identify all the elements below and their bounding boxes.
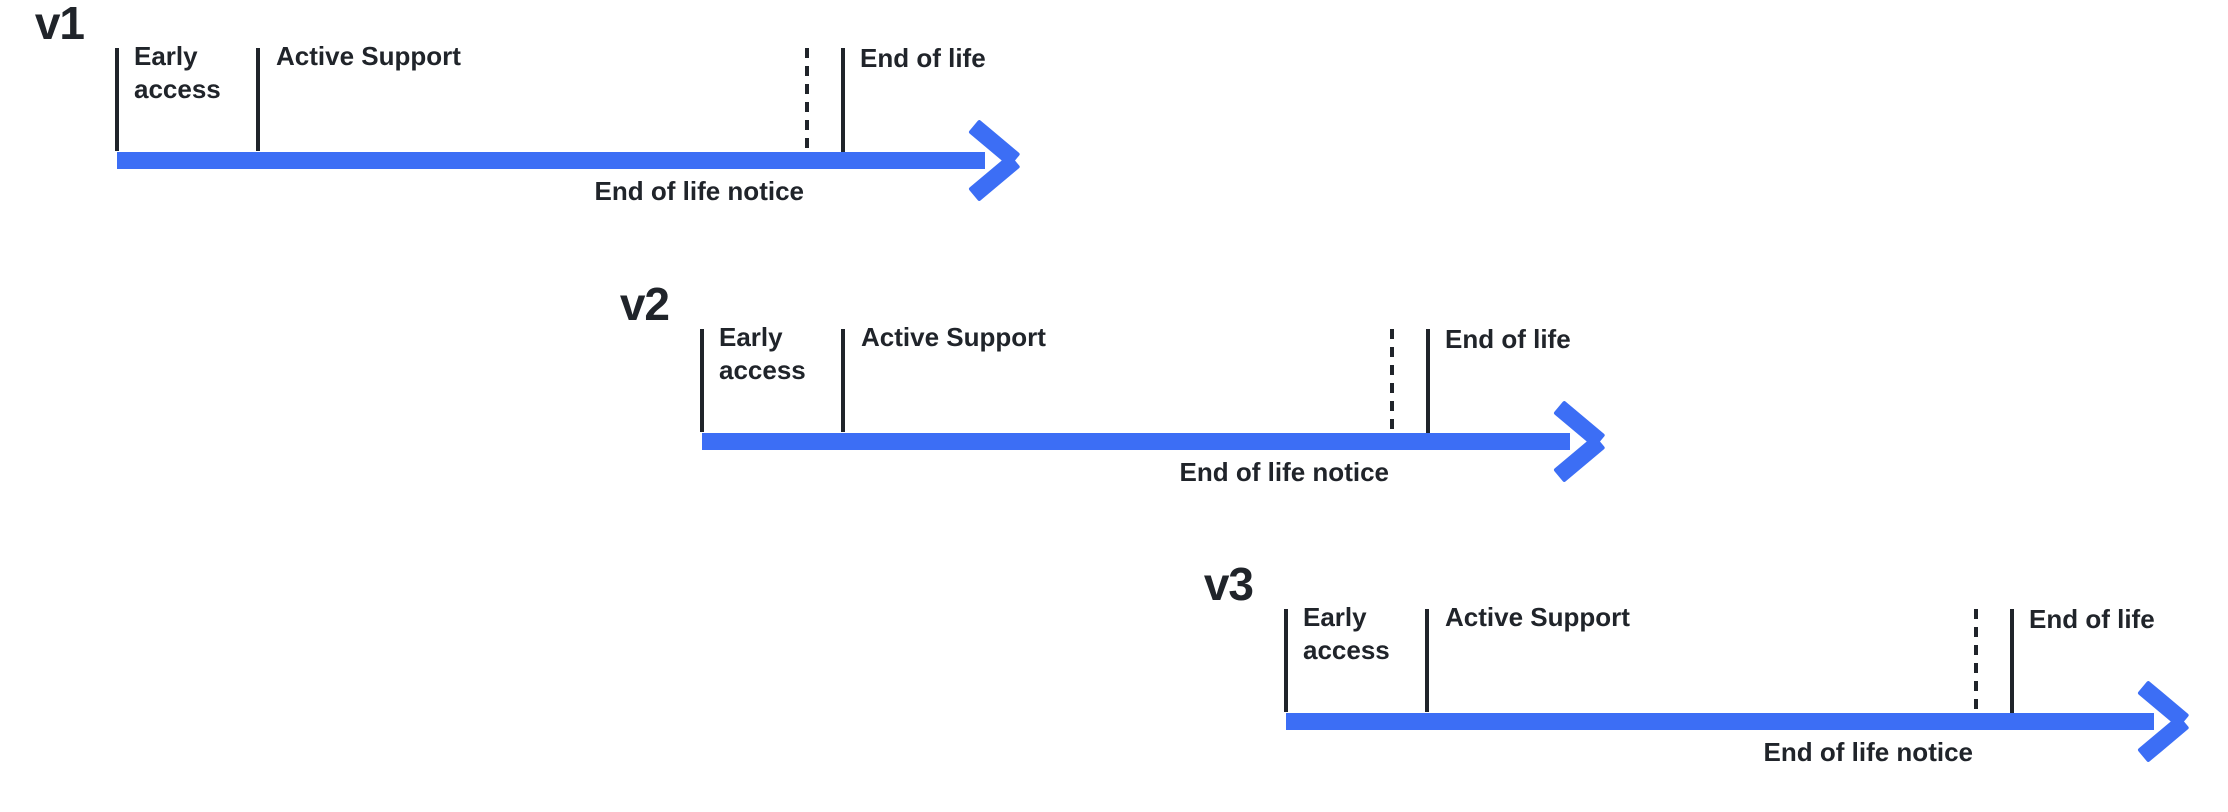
active-support-start-tick [841, 329, 845, 432]
eol-notice-label: End of life notice [1763, 737, 1973, 767]
eol-notice-dashed-line [1390, 329, 1394, 429]
early-access-start-tick [115, 48, 119, 151]
active-support-label: Active Support [1445, 602, 1630, 632]
timeline-v3: v3 Early access Active Support End of li… [1169, 561, 2228, 801]
eol-notice-label: End of life notice [1179, 457, 1389, 487]
version-label: v1 [34, 0, 85, 49]
eol-notice-dashed-line [1974, 609, 1978, 709]
active-support-label: Active Support [861, 322, 1046, 352]
early-access-start-tick [700, 329, 704, 432]
timeline-v2: v2 Early access Active Support End of li… [585, 281, 1665, 521]
end-of-life-label: End of life [2029, 604, 2155, 634]
version-label: v2 [619, 278, 670, 330]
active-support-start-tick [1425, 609, 1429, 712]
early-access-label: Early access [1303, 602, 1390, 665]
early-access-start-tick [1284, 609, 1288, 712]
version-label: v3 [1203, 558, 1254, 610]
timeline-v1: v1 Early access Active Support End of li… [0, 0, 1080, 240]
end-of-life-label: End of life [1445, 324, 1571, 354]
eol-notice-label: End of life notice [594, 176, 804, 206]
active-support-start-tick [256, 48, 260, 151]
timeline-arrow-shaft [1286, 713, 2154, 730]
end-of-life-tick [1426, 329, 1430, 433]
active-support-label: Active Support [276, 41, 461, 71]
eol-notice-dashed-line [805, 48, 809, 148]
early-access-label: Early access [134, 41, 221, 104]
timeline-arrow-shaft [117, 152, 985, 169]
early-access-label: Early access [719, 322, 806, 385]
end-of-life-tick [2010, 609, 2014, 713]
end-of-life-tick [841, 48, 845, 152]
timeline-arrow-shaft [702, 433, 1570, 450]
end-of-life-label: End of life [860, 43, 986, 73]
